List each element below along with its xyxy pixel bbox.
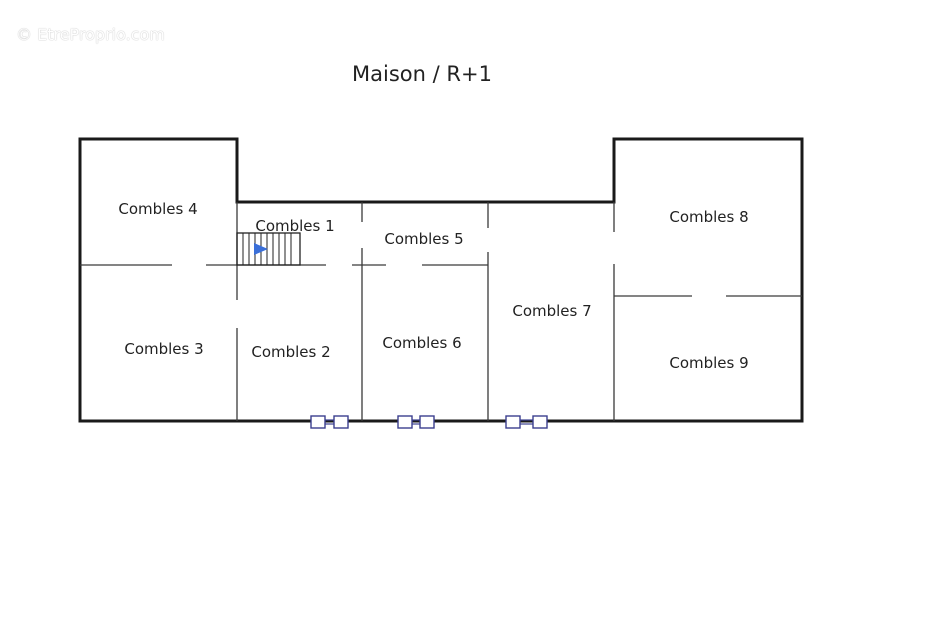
room-label-combles-1: Combles 1	[255, 217, 334, 235]
stair-arrow-icon	[254, 243, 268, 255]
window-icon	[310, 415, 349, 429]
room-label-combles-6: Combles 6	[382, 334, 461, 352]
staircase	[236, 232, 301, 266]
room-label-combles-9: Combles 9	[669, 354, 748, 372]
room-label-combles-4: Combles 4	[118, 200, 197, 218]
room-label-combles-5: Combles 5	[384, 230, 463, 248]
room-label-combles-3: Combles 3	[124, 340, 203, 358]
outer-walls	[78, 137, 804, 423]
room-labels: Combles 4 Combles 1 Combles 5 Combles 8 …	[118, 200, 748, 372]
room-label-combles-2: Combles 2	[251, 343, 330, 361]
windows	[310, 415, 548, 429]
window-icon	[505, 415, 548, 429]
interior-walls	[80, 202, 802, 421]
watermark: © EtreProprio.com	[16, 25, 165, 44]
window-icon	[397, 415, 435, 429]
room-label-combles-7: Combles 7	[512, 302, 591, 320]
plan-title: Maison / R+1	[352, 62, 492, 86]
room-label-combles-8: Combles 8	[669, 208, 748, 226]
